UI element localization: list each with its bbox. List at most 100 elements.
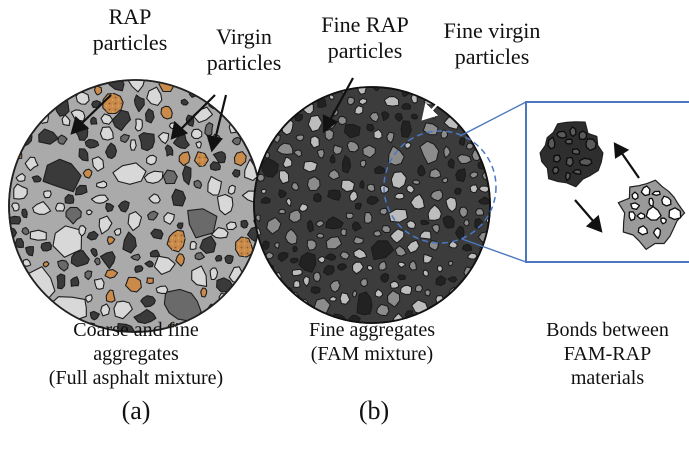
fine-rap-particle bbox=[354, 202, 362, 210]
fam-mixture-diagram bbox=[253, 86, 491, 324]
full-asphalt-mixture-diagram bbox=[8, 79, 262, 333]
virgin-particle bbox=[78, 225, 87, 237]
fine-aggregate bbox=[359, 159, 367, 168]
arrow-bond-down-head bbox=[585, 214, 603, 233]
arrow-virgin-b bbox=[429, 87, 454, 113]
fine-virgin-particle bbox=[419, 230, 432, 240]
fine-aggregate bbox=[352, 289, 358, 298]
orange-aggregate bbox=[160, 105, 173, 120]
aggregate-texture bbox=[167, 230, 185, 252]
rap-cluster-grain bbox=[564, 138, 574, 145]
fine-rap-particle bbox=[458, 137, 466, 146]
fine-aggregate bbox=[394, 245, 407, 257]
virgin-particle bbox=[191, 128, 203, 140]
rap-cluster-grain bbox=[578, 130, 588, 141]
fine-aggregate bbox=[353, 236, 364, 245]
fine-virgin-particle bbox=[423, 253, 434, 264]
fine-virgin-particle bbox=[383, 96, 400, 107]
virgin-particle bbox=[134, 118, 143, 132]
orange-aggregate bbox=[42, 261, 50, 268]
fine-aggregate bbox=[456, 154, 472, 165]
rap-particle bbox=[171, 188, 187, 207]
fam-cluster-grain bbox=[636, 212, 646, 220]
fine-aggregate bbox=[329, 279, 341, 293]
mixture-particles bbox=[9, 80, 261, 332]
rap-particle bbox=[90, 247, 98, 258]
label-rap-particles: RAP particles bbox=[92, 4, 168, 56]
fine-rap-particle bbox=[298, 252, 317, 273]
fine-aggregate bbox=[276, 142, 294, 155]
virgin-particle bbox=[113, 300, 133, 320]
fine-rap-particle bbox=[366, 195, 380, 206]
orange-aggregate bbox=[146, 277, 154, 285]
fine-rap-particle bbox=[260, 196, 271, 204]
fine-aggregate bbox=[381, 225, 391, 233]
fine-virgin-particle bbox=[427, 204, 442, 221]
fine-rap-particle bbox=[290, 257, 299, 264]
rap-particle bbox=[56, 273, 66, 290]
fine-rap-particle bbox=[454, 187, 462, 195]
virgin-particle bbox=[195, 140, 202, 149]
fine-virgin-particle bbox=[293, 280, 301, 288]
fine-rap-particle bbox=[400, 120, 412, 138]
rap-particle-cluster bbox=[539, 121, 604, 188]
fine-rap-particle bbox=[352, 221, 362, 232]
rap-particle bbox=[70, 249, 90, 268]
pointer-arrows bbox=[70, 77, 640, 233]
fine-virgin-particle bbox=[373, 128, 383, 140]
arrow-virgin-a1-head bbox=[170, 120, 189, 140]
caption-full-asphalt-mixture: Coarse and fine aggregates (Full asphalt… bbox=[48, 319, 224, 389]
virgin-particle bbox=[153, 255, 176, 275]
fine-virgin-particle bbox=[389, 280, 400, 289]
fam-mixture-outline bbox=[253, 86, 491, 324]
rap-particle bbox=[144, 260, 154, 268]
fine-aggregate bbox=[428, 168, 442, 179]
virgin-particle bbox=[127, 211, 143, 232]
fine-virgin-particle bbox=[406, 239, 420, 254]
rap-particle bbox=[25, 246, 34, 257]
aggregate-particle bbox=[65, 206, 82, 225]
fine-rap-particle bbox=[455, 225, 465, 240]
fine-rap-particle bbox=[325, 216, 344, 230]
virgin-particle bbox=[98, 215, 113, 235]
fine-aggregate bbox=[315, 220, 325, 228]
rap-particle bbox=[231, 168, 241, 178]
fine-rap-particle bbox=[313, 192, 322, 203]
fine-virgin-particle bbox=[353, 248, 368, 260]
fine-aggregate bbox=[307, 176, 321, 192]
fine-aggregate bbox=[469, 171, 479, 179]
virgin-particle bbox=[85, 294, 93, 303]
orange-aggregate bbox=[105, 289, 116, 303]
fine-aggregate bbox=[288, 209, 302, 223]
rap-particle bbox=[182, 165, 192, 186]
fine-aggregate bbox=[306, 239, 317, 251]
fine-aggregate bbox=[295, 134, 305, 142]
virgin-particle bbox=[15, 172, 26, 182]
fine-rap-particle bbox=[277, 251, 289, 262]
fine-aggregate bbox=[369, 112, 380, 123]
fam-cluster-grain bbox=[630, 202, 641, 210]
arrow-virgin-a2-head bbox=[206, 134, 223, 153]
fine-virgin-particle bbox=[328, 94, 335, 100]
fine-aggregate bbox=[316, 232, 325, 239]
arrow-virgin-a2 bbox=[213, 94, 228, 141]
fine-aggregate bbox=[364, 212, 373, 224]
fine-rap-particle bbox=[447, 276, 458, 283]
fine-aggregate bbox=[345, 212, 354, 220]
virgin-particle bbox=[32, 201, 52, 215]
fam-cluster-grain bbox=[631, 191, 639, 201]
arrow-rap-a-head bbox=[70, 115, 90, 135]
fam-particles bbox=[254, 87, 490, 323]
fine-rap-particle bbox=[262, 240, 270, 251]
virgin-particle bbox=[24, 156, 39, 172]
arrow-virgin-a1 bbox=[179, 94, 216, 131]
rap-particle bbox=[164, 144, 174, 157]
fine-aggregate bbox=[325, 236, 343, 250]
fine-rap-particle bbox=[435, 275, 447, 287]
rap-particle bbox=[86, 230, 99, 241]
fine-virgin-particle bbox=[349, 190, 358, 202]
aggregate-particle bbox=[147, 210, 159, 221]
rap-cluster-grain bbox=[578, 157, 593, 167]
fine-aggregate bbox=[340, 228, 347, 236]
virgin-particle bbox=[227, 184, 236, 195]
